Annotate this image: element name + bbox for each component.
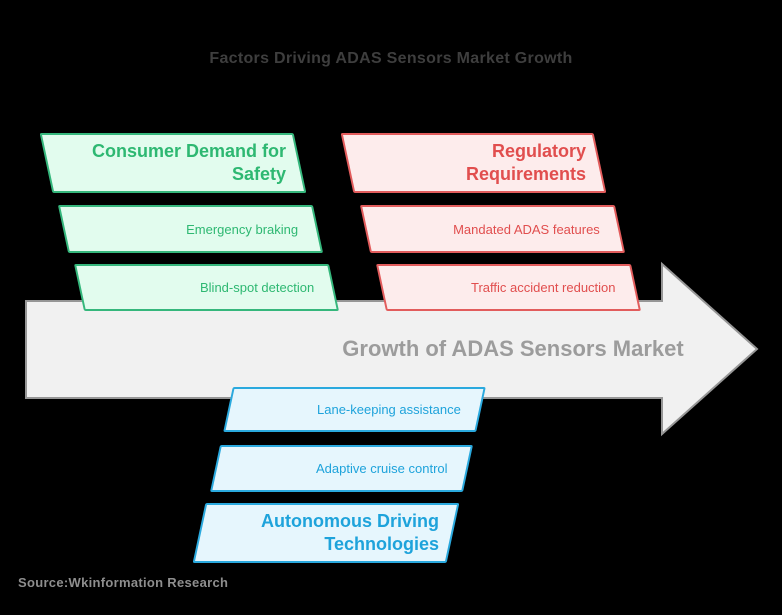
- page-title: Factors Driving ADAS Sensors Market Grow…: [209, 50, 573, 67]
- item-lane-keeping-assistance-label: Lane-keeping assistance: [317, 402, 461, 417]
- item-blind-spot-detection-label: Blind-spot detection: [199, 280, 314, 295]
- item-traffic-accident-reduction: Traffic accident reduction: [376, 264, 641, 311]
- item-traffic-accident-reduction-label: Traffic accident reduction: [471, 280, 616, 295]
- group-consumer-demand-header: Consumer Demand for Safety: [39, 133, 307, 193]
- item-mandated-adas-features: Mandated ADAS features: [359, 205, 626, 253]
- group-autonomous-driving-header: Autonomous Driving Technologies: [192, 503, 460, 563]
- group-regulatory-requirements-header: Regulatory Requirements: [340, 133, 607, 193]
- item-lane-keeping-assistance: Lane-keeping assistance: [223, 387, 486, 432]
- item-blind-spot-detection: Blind-spot detection: [74, 264, 339, 311]
- item-emergency-braking: Emergency braking: [57, 205, 324, 253]
- group-autonomous-driving-header-label: Autonomous Driving Technologies: [261, 511, 439, 554]
- source-credit: Source:Wkinformation Research: [18, 575, 229, 590]
- item-mandated-adas-features-label: Mandated ADAS features: [453, 221, 600, 237]
- growth-arrow-label: Growth of ADAS Sensors Market: [342, 336, 684, 361]
- item-adaptive-cruise-control-label: Adaptive cruise control: [316, 461, 448, 476]
- group-regulatory-requirements-header-label: Regulatory Requirements: [465, 141, 586, 184]
- group-consumer-demand-header-label: Consumer Demand for Safety: [91, 141, 286, 184]
- item-emergency-braking-label: Emergency braking: [186, 221, 298, 237]
- item-adaptive-cruise-control: Adaptive cruise control: [210, 445, 473, 492]
